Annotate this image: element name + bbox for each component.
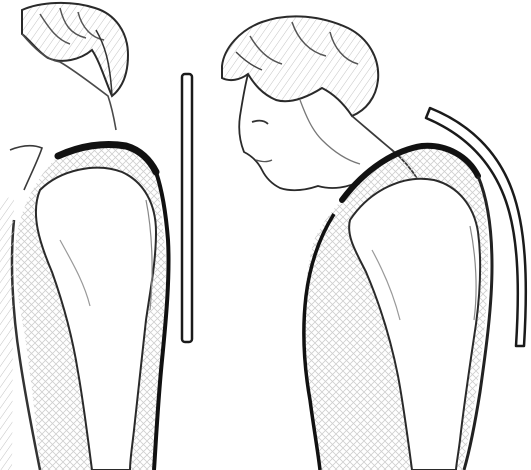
good-posture-figure — [0, 3, 169, 470]
bad-posture-figure — [222, 16, 492, 470]
left-figure-hair — [22, 3, 128, 96]
straight-line-marker — [182, 74, 192, 342]
